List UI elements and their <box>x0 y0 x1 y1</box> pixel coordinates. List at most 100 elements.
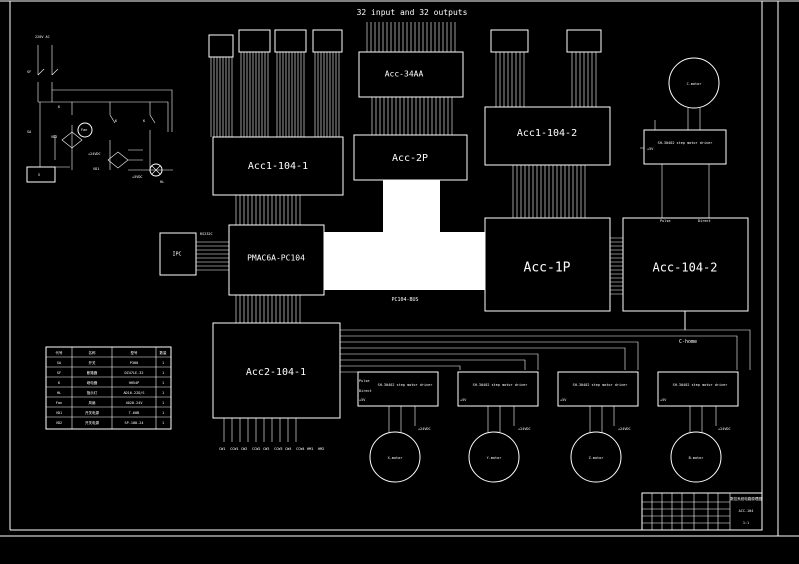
bom-cell: 风扇 <box>89 400 96 405</box>
terminal-block-6 <box>566 29 602 53</box>
ribbon-cables <box>196 165 623 323</box>
x-motor <box>369 431 421 483</box>
bom-cell: K <box>58 381 61 385</box>
bom-cell: T-60B <box>129 411 140 415</box>
b-driver-5v: +5V <box>660 398 667 402</box>
io-label-7: CW4 <box>285 447 291 451</box>
c-motor-label: C-motor <box>687 82 702 86</box>
ipc-block <box>159 232 197 276</box>
acc-34aa-block <box>358 51 464 98</box>
power-ac-label: 220V AC <box>35 35 50 39</box>
bom-header-qty: 数量 <box>160 350 167 355</box>
power-dc24-label: +24VDC <box>88 152 101 156</box>
b-driver-24v: +24VDC <box>718 427 731 431</box>
driver-wiring <box>223 329 751 442</box>
acc1-104-2-block <box>484 106 611 166</box>
io-label-9: HM1 <box>307 447 313 451</box>
power-label-sf: SF <box>27 70 31 74</box>
bom-cell: VD1 <box>56 411 62 415</box>
io-label-10: HM2 <box>318 447 324 451</box>
power-label-s: S <box>38 173 40 177</box>
bom-cell: 1 <box>162 381 164 385</box>
c-driver-wiring <box>640 108 710 218</box>
terminal-block-1 <box>208 34 234 58</box>
bom-table <box>45 346 172 430</box>
z-driver-label: SH-30402 step motor driver <box>573 383 628 387</box>
terminal-block-4 <box>312 29 343 53</box>
y-driver-label: SH-30402 step motor driver <box>473 383 528 387</box>
y-driver-block <box>457 371 539 407</box>
y-motor <box>468 431 520 483</box>
c-motor <box>668 57 720 109</box>
b-motor-label: B-motor <box>689 456 704 460</box>
title-block-line2: ACC-104 <box>739 509 754 513</box>
power-label-sa: SA <box>27 130 32 134</box>
bom-cell: 1 <box>162 411 164 415</box>
pmac-label: PMAC6A-PC104 <box>247 254 305 263</box>
io-label-1: CW1 <box>219 447 225 451</box>
bom-header-code: 代号 <box>56 350 63 355</box>
io-label-2: CCW1 <box>230 447 238 451</box>
title-block <box>641 492 763 531</box>
power-label-k1: K <box>58 105 61 109</box>
acc-2p-label: Acc-2P <box>392 153 428 164</box>
bom-cell: 开关电源 <box>85 410 99 415</box>
power-circuit <box>26 45 173 183</box>
z-driver-24v: +24VDC <box>618 427 631 431</box>
terminal-block-5 <box>490 29 529 53</box>
bom-cell: SA <box>57 361 62 365</box>
y-driver-24v: +24VDC <box>518 427 531 431</box>
diagram-title: 32 input and 32 outputs <box>357 8 468 17</box>
power-label-hl: HL <box>160 180 164 184</box>
y-motor-label: Y-motor <box>487 456 502 460</box>
bom-cell: 1 <box>162 401 164 405</box>
b-motor <box>670 431 722 483</box>
b-driver-label: SH-30402 step motor driver <box>673 383 728 387</box>
acc2-104-1-block <box>212 322 341 419</box>
ipc-label: IPC <box>172 252 181 258</box>
bom-cell: 断路器 <box>87 370 98 375</box>
acc-1p-block <box>484 217 611 312</box>
b-driver-block <box>657 371 739 407</box>
bom-cell: 1 <box>162 421 164 425</box>
acc-2p-block <box>353 134 468 181</box>
acc-104-2-label: Acc-104-2 <box>652 261 717 275</box>
io-label-8: CCW4 <box>296 447 304 451</box>
acc1-104-1-label: Acc1-104-1 <box>248 161 308 172</box>
bom-cell: AD16-22D/S <box>123 391 144 395</box>
bom-cell: 4020-24V <box>126 401 144 405</box>
bom-cell: SP-100-24 <box>125 421 144 425</box>
bom-cell: 开关 <box>89 360 96 365</box>
acc2-104-1-label: Acc2-104-1 <box>246 367 306 378</box>
z-motor-label: Z-motor <box>589 456 604 460</box>
power-dc5-label: +5VDC <box>132 175 143 179</box>
bom-cell: 1 <box>162 361 164 365</box>
power-label-k2: K <box>115 119 118 123</box>
x-driver-label: SH-30402 step motor driver <box>378 383 433 387</box>
c-home-label: C-home <box>679 339 697 345</box>
bom-cell: 继电器 <box>87 380 98 385</box>
bom-cell: SF <box>57 371 61 375</box>
c-driver-terminal: +5V <box>647 147 654 151</box>
bom-cell: P300 <box>130 361 138 365</box>
x-driver-5v: +5V <box>359 398 366 402</box>
bom-cell: HH54P <box>129 381 140 385</box>
z-driver-5v: +5V <box>560 398 567 402</box>
io-label-5: CW3 <box>263 447 269 451</box>
bom-cell: 指示灯 <box>87 390 98 395</box>
power-label-vd2: VD2 <box>51 135 57 139</box>
io-label-3: CW2 <box>241 447 247 451</box>
acc1-104-2-label: Acc1-104-2 <box>517 128 577 139</box>
bom-cell: Fan <box>56 401 62 405</box>
bus-label: PC104-BUS <box>391 297 418 303</box>
x-driver-block <box>357 371 439 407</box>
top-right-cables <box>490 29 602 107</box>
pmac-block <box>228 224 325 296</box>
x-driver-direct: Direct <box>359 389 372 393</box>
bom-cell: DZ47LE-32 <box>125 371 144 375</box>
acc-104-2-block <box>622 217 749 312</box>
c-driver-block <box>643 129 727 165</box>
power-label-vd1: VD1 <box>93 167 99 171</box>
acc-1p-label: Acc-1P <box>524 261 571 276</box>
